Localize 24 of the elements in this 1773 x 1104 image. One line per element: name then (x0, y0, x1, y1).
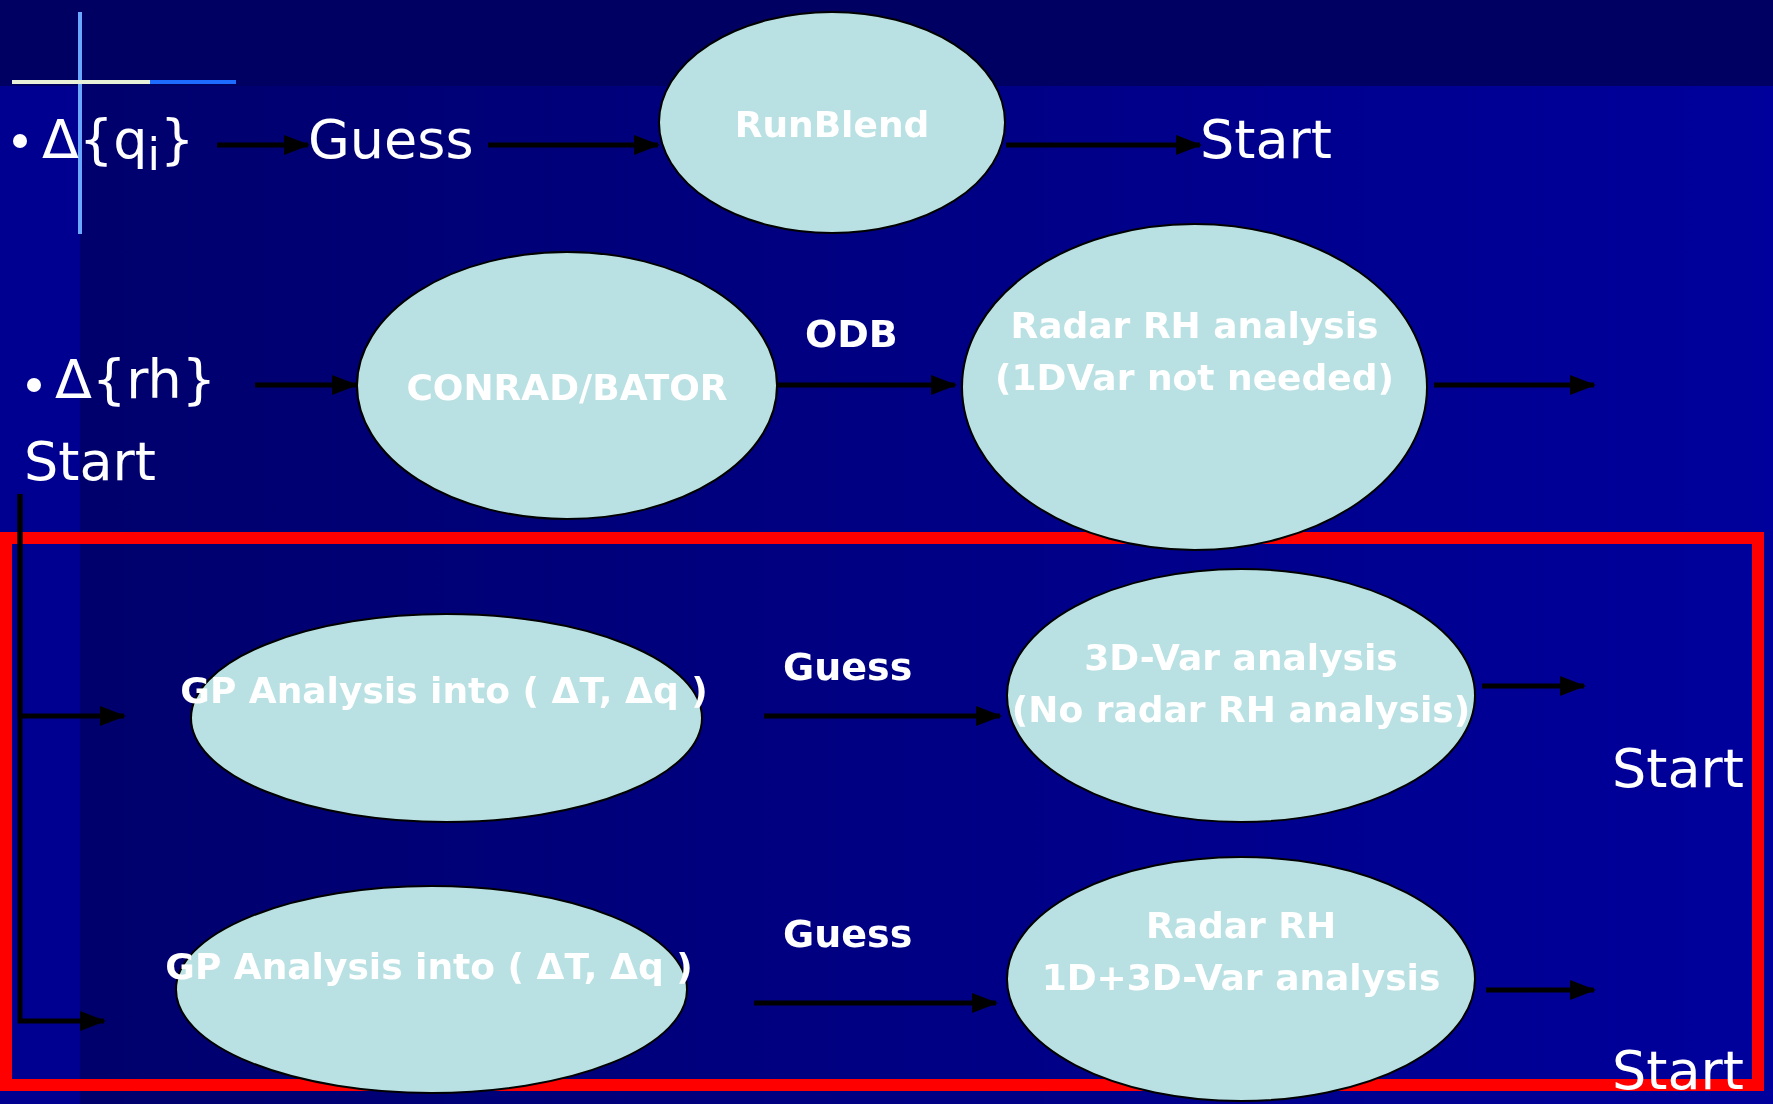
arrow (1486, 980, 1596, 1000)
arrow (778, 375, 957, 395)
edge-label: ODB (805, 312, 898, 358)
process-label: 3D-Var analysis (No radar RH analysis) (1010, 636, 1472, 733)
arrow (255, 375, 358, 395)
process-label: Radar RH analysis (1DVar not needed) (994, 304, 1395, 401)
process-label: CONRAD/BATOR (405, 366, 729, 410)
edge-label: Guess (783, 645, 913, 691)
start-label: Start (1612, 738, 1744, 801)
arrow (764, 706, 1002, 726)
edge-label: Guess (783, 912, 913, 958)
step-label: Δ{rh} (55, 348, 255, 423)
step-label: Start (14, 430, 164, 494)
arrow (754, 993, 998, 1013)
arrow (1482, 676, 1586, 696)
process-label: RunBlend (733, 103, 931, 147)
arrow (1006, 135, 1202, 155)
step-label: Start (1200, 108, 1350, 180)
process-label: Radar RH 1D+3D-Var analysis (1040, 904, 1442, 1001)
arrow (488, 135, 660, 155)
step-label: Guess (308, 108, 488, 180)
arrow (1434, 375, 1596, 395)
arrow (217, 135, 310, 155)
arrow (17, 494, 106, 1031)
